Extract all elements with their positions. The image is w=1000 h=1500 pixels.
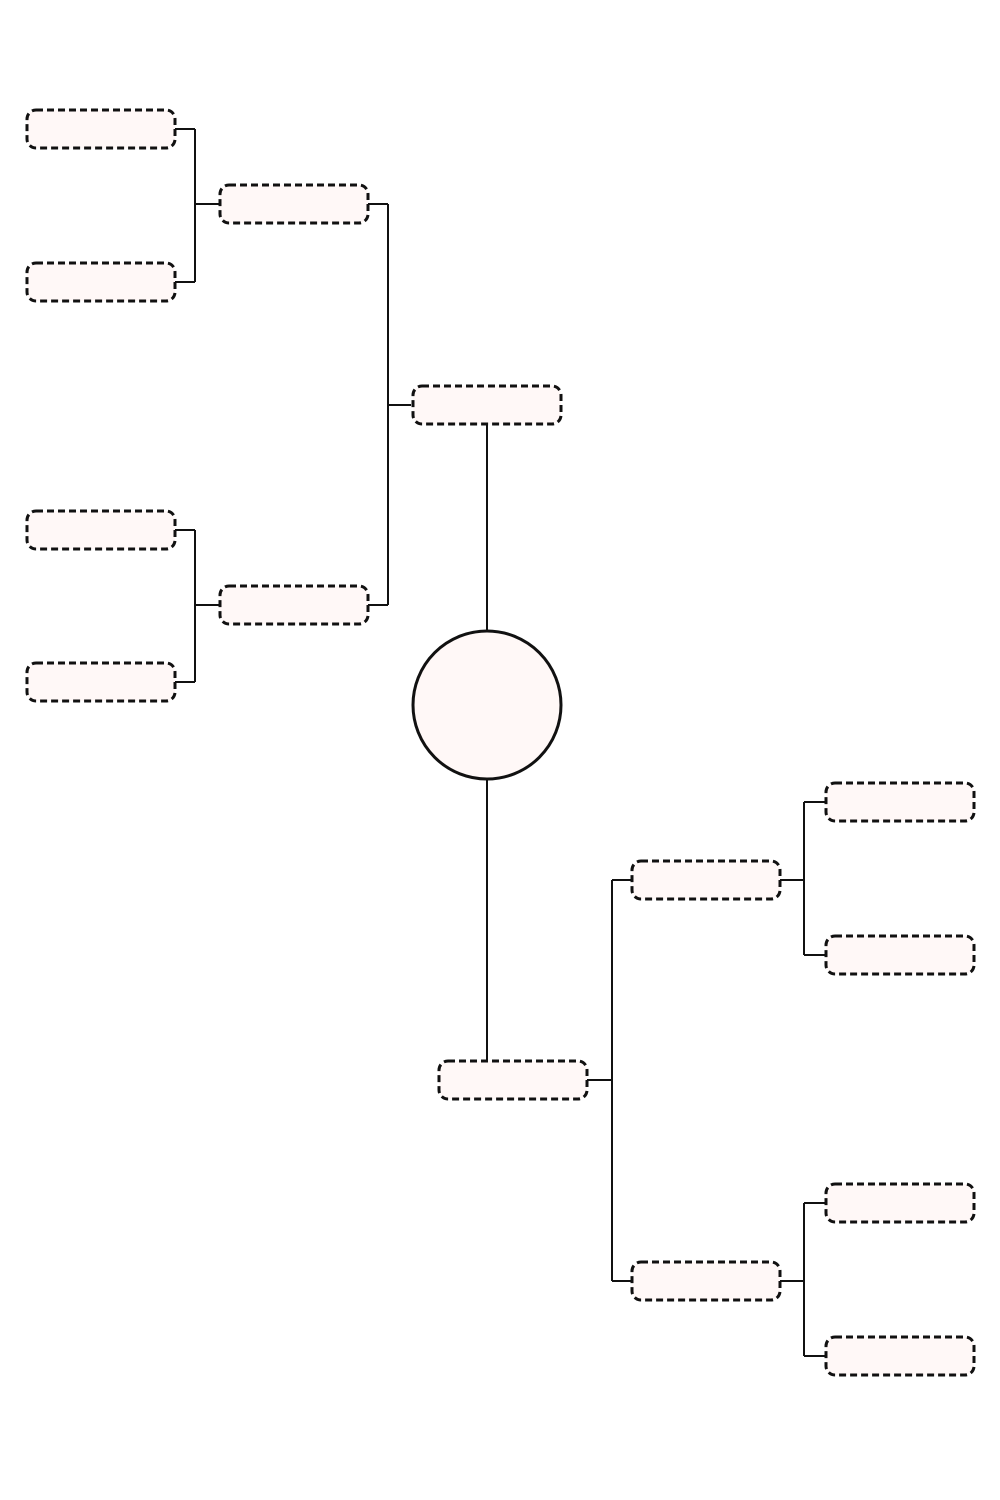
upper-leaf-node-1-2 xyxy=(25,261,177,303)
node-box xyxy=(411,384,563,426)
upper-leaf-node-1-1 xyxy=(25,108,177,150)
node-box xyxy=(630,859,782,901)
node-box xyxy=(25,509,177,551)
lower-leaf-node-2-1 xyxy=(824,1182,976,1224)
node-box xyxy=(25,661,177,703)
upper-sub-node-1 xyxy=(218,183,370,225)
node-box xyxy=(824,781,976,823)
node-box xyxy=(218,584,370,626)
root-node xyxy=(411,629,563,781)
node-box xyxy=(437,1059,589,1101)
node-box xyxy=(630,1260,782,1302)
node-box xyxy=(218,183,370,225)
lower-branch-node xyxy=(437,1059,589,1101)
root-circle xyxy=(411,629,563,781)
diagram-nodes xyxy=(25,108,976,1377)
upper-leaf-node-2-2 xyxy=(25,661,177,703)
lower-sub-node-1 xyxy=(630,859,782,901)
node-box xyxy=(824,1182,976,1224)
lower-leaf-node-1-2 xyxy=(824,934,976,976)
lower-leaf-node-2-2 xyxy=(824,1335,976,1377)
upper-sub-node-2 xyxy=(218,584,370,626)
node-box xyxy=(824,934,976,976)
node-box xyxy=(824,1335,976,1377)
connector-lines xyxy=(175,128,826,1357)
node-box xyxy=(25,261,177,303)
lower-sub-node-2 xyxy=(630,1260,782,1302)
node-box xyxy=(25,108,177,150)
upper-leaf-node-2-1 xyxy=(25,509,177,551)
upper-branch-node xyxy=(411,384,563,426)
lower-leaf-node-1-1 xyxy=(824,781,976,823)
